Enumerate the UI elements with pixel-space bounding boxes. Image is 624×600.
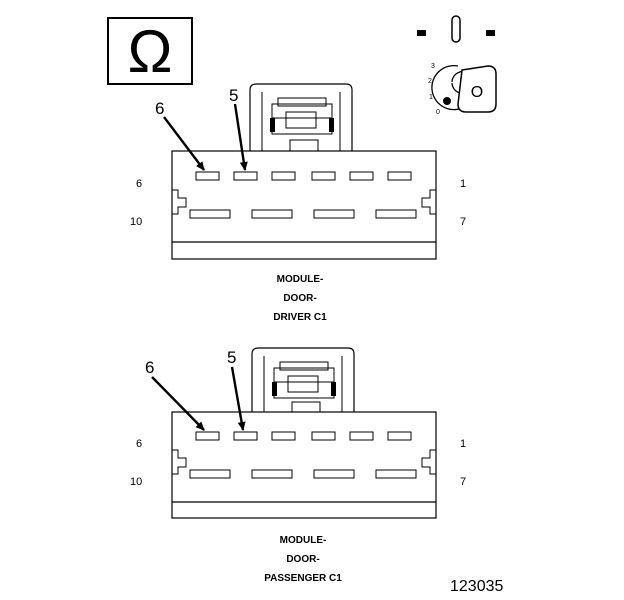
key-position-3: 3 (431, 63, 435, 70)
key-position-marker-icon (443, 97, 451, 105)
cavity-7 (375, 469, 417, 479)
key-position-2: 2 (428, 78, 432, 85)
cavity-row-top (195, 171, 412, 181)
callout-arrow-a (163, 116, 205, 171)
connector-latch (251, 347, 355, 413)
cavity-7 (375, 209, 417, 219)
figure-number: 123035 (450, 578, 503, 595)
callout-arrow-a (151, 376, 205, 431)
callout-label-a: 6 (155, 99, 164, 118)
cavity-5 (233, 431, 258, 441)
cavity-9 (251, 209, 293, 219)
switch-slot-icon (451, 15, 461, 43)
ohmmeter-frame (107, 17, 193, 85)
pin-label-top-right: 1 (460, 438, 466, 450)
key-position-1: 1 (429, 94, 433, 101)
caption-line-3: PASSENGER C1 (264, 573, 342, 584)
ohm-icon: Ω (128, 18, 173, 85)
cavity-8 (313, 209, 355, 219)
caption-line-1: MODULE- (277, 274, 324, 285)
cavity-4 (271, 431, 296, 441)
key-rotation-arc-icon (431, 64, 467, 111)
pin-label-bottom-left: 10 (130, 216, 142, 228)
key-label: O (471, 84, 483, 101)
cavity-3 (311, 431, 336, 441)
cavity-6 (195, 171, 220, 181)
cavity-10 (189, 209, 231, 219)
callout-label-b: 5 (229, 86, 238, 105)
cavity-1 (387, 171, 412, 181)
caption-line-1: MODULE- (280, 535, 327, 546)
pin-label-top-left: 6 (136, 438, 142, 450)
cavity-2 (349, 431, 374, 441)
cavity-4 (271, 171, 296, 181)
off-indicator-icon (417, 30, 426, 36)
cavity-8 (313, 469, 355, 479)
connector-passenger-c1: 6 1 10 7 6 5 MODULE- DOOR- PASSENGER C1 (130, 347, 466, 584)
callout-arrow-b (230, 366, 246, 431)
callout-label-b: 5 (227, 348, 236, 367)
pin-label-bottom-right: 7 (460, 216, 466, 228)
pin-label-top-right: 1 (460, 178, 466, 190)
connector-body (171, 150, 437, 260)
key-blade-icon (457, 65, 497, 113)
cavity-5 (233, 171, 258, 181)
connector-body (171, 411, 437, 519)
pin-label-bottom-left: 10 (130, 476, 142, 488)
on-indicator-icon (486, 30, 495, 36)
caption-line-2: DOOR- (283, 293, 316, 304)
cavity-2 (349, 171, 374, 181)
cavity-row-top (195, 431, 412, 441)
cavity-9 (251, 469, 293, 479)
ignition-switch-symbol: 3 2 1 0 O (417, 15, 497, 116)
cavity-row-bottom (189, 469, 417, 479)
ohmmeter-symbol: Ω (107, 17, 193, 85)
key-position-0: 0 (436, 109, 440, 116)
connector-latch (249, 83, 353, 152)
caption-line-2: DOOR- (286, 554, 319, 565)
cavity-1 (387, 431, 412, 441)
cavity-6 (195, 431, 220, 441)
cavity-row-bottom (189, 209, 417, 219)
pin-label-top-left: 6 (136, 178, 142, 190)
callout-label-a: 6 (145, 358, 154, 377)
cavity-3 (311, 171, 336, 181)
connector-driver-c1: 6 1 10 7 6 5 MODULE- DOOR- DRIVER C1 (130, 83, 466, 323)
caption-line-3: DRIVER C1 (273, 312, 327, 323)
callout-arrow-b (233, 103, 248, 171)
cavity-10 (189, 469, 231, 479)
pin-label-bottom-right: 7 (460, 476, 466, 488)
